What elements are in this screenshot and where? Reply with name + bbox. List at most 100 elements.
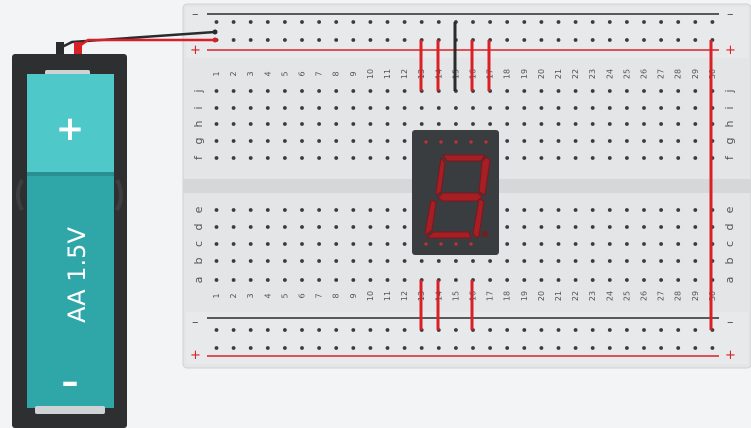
- breadboard-hole[interactable]: [693, 106, 698, 110]
- breadboard-hole[interactable]: [265, 156, 270, 160]
- breadboard-hole[interactable]: [642, 208, 646, 212]
- breadboard-hole[interactable]: [573, 208, 578, 212]
- breadboard-hole[interactable]: [248, 156, 253, 160]
- breadboard-hole[interactable]: [556, 156, 561, 160]
- breadboard-hole[interactable]: [590, 122, 595, 126]
- breadboard-hole[interactable]: [573, 122, 578, 126]
- breadboard-hole[interactable]: [351, 278, 356, 282]
- breadboard-hole[interactable]: [659, 328, 663, 332]
- breadboard-hole[interactable]: [693, 89, 698, 93]
- breadboard-hole[interactable]: [248, 259, 253, 263]
- breadboard-hole[interactable]: [522, 208, 527, 212]
- breadboard-hole[interactable]: [676, 242, 681, 246]
- breadboard-hole[interactable]: [710, 20, 715, 24]
- breadboard-hole[interactable]: [317, 225, 321, 229]
- breadboard-hole[interactable]: [368, 346, 373, 350]
- breadboard-hole[interactable]: [642, 122, 646, 126]
- breadboard-hole[interactable]: [505, 122, 510, 126]
- breadboard-hole[interactable]: [283, 38, 287, 42]
- breadboard-hole[interactable]: [625, 122, 629, 126]
- breadboard-holes[interactable]: [214, 20, 715, 350]
- breadboard-hole[interactable]: [539, 208, 544, 212]
- breadboard-hole[interactable]: [625, 259, 629, 263]
- breadboard-hole[interactable]: [522, 20, 527, 24]
- breadboard-hole[interactable]: [642, 328, 646, 332]
- breadboard-hole[interactable]: [419, 106, 424, 110]
- breadboard-hole[interactable]: [625, 89, 629, 93]
- breadboard-hole[interactable]: [505, 278, 510, 282]
- breadboard-hole[interactable]: [265, 38, 270, 42]
- breadboard-hole[interactable]: [625, 20, 629, 24]
- breadboard-hole[interactable]: [625, 328, 629, 332]
- breadboard-hole[interactable]: [214, 106, 219, 110]
- breadboard-hole[interactable]: [317, 38, 321, 42]
- breadboard-hole[interactable]: [231, 20, 236, 24]
- breadboard-hole[interactable]: [573, 278, 578, 282]
- breadboard-hole[interactable]: [693, 278, 698, 282]
- breadboard-hole[interactable]: [625, 106, 629, 110]
- breadboard-hole[interactable]: [539, 20, 544, 24]
- breadboard-hole[interactable]: [248, 38, 253, 42]
- breadboard-hole[interactable]: [265, 89, 270, 93]
- breadboard-hole[interactable]: [283, 89, 287, 93]
- breadboard-hole[interactable]: [231, 106, 236, 110]
- breadboard-hole[interactable]: [676, 259, 681, 263]
- breadboard-hole[interactable]: [300, 242, 304, 246]
- breadboard-hole[interactable]: [317, 89, 321, 93]
- breadboard-hole[interactable]: [625, 346, 629, 350]
- breadboard-hole[interactable]: [385, 259, 390, 263]
- breadboard-hole[interactable]: [334, 156, 339, 160]
- breadboard-hole[interactable]: [300, 225, 304, 229]
- breadboard-hole[interactable]: [351, 89, 356, 93]
- breadboard-hole[interactable]: [607, 38, 612, 42]
- breadboard-hole[interactable]: [436, 122, 441, 126]
- breadboard-hole[interactable]: [265, 122, 270, 126]
- breadboard-hole[interactable]: [334, 328, 339, 332]
- breadboard-hole[interactable]: [607, 106, 612, 110]
- breadboard-hole[interactable]: [283, 225, 287, 229]
- breadboard-hole[interactable]: [556, 139, 561, 143]
- breadboard-hole[interactable]: [642, 156, 646, 160]
- breadboard-hole[interactable]: [454, 122, 458, 126]
- breadboard-hole[interactable]: [488, 278, 492, 282]
- breadboard-hole[interactable]: [436, 106, 441, 110]
- breadboard-hole[interactable]: [436, 259, 441, 263]
- breadboard-hole[interactable]: [368, 20, 373, 24]
- breadboard-hole[interactable]: [505, 106, 510, 110]
- breadboard-hole[interactable]: [248, 106, 253, 110]
- breadboard-hole[interactable]: [659, 208, 663, 212]
- breadboard-hole[interactable]: [676, 38, 681, 42]
- breadboard-hole[interactable]: [454, 106, 458, 110]
- breadboard-hole[interactable]: [419, 259, 424, 263]
- breadboard-hole[interactable]: [231, 242, 236, 246]
- breadboard-hole[interactable]: [710, 346, 715, 350]
- breadboard-hole[interactable]: [522, 38, 527, 42]
- breadboard-hole[interactable]: [505, 208, 510, 212]
- breadboard-hole[interactable]: [368, 259, 373, 263]
- breadboard-hole[interactable]: [505, 346, 510, 350]
- breadboard-hole[interactable]: [265, 20, 270, 24]
- breadboard-hole[interactable]: [351, 38, 356, 42]
- breadboard-hole[interactable]: [231, 38, 236, 42]
- breadboard-hole[interactable]: [556, 259, 561, 263]
- breadboard-hole[interactable]: [607, 278, 612, 282]
- breadboard-hole[interactable]: [471, 259, 475, 263]
- breadboard-hole[interactable]: [300, 328, 304, 332]
- breadboard-hole[interactable]: [368, 328, 373, 332]
- breadboard-hole[interactable]: [351, 156, 356, 160]
- breadboard-hole[interactable]: [676, 328, 681, 332]
- breadboard-hole[interactable]: [607, 242, 612, 246]
- breadboard-hole[interactable]: [676, 106, 681, 110]
- breadboard-hole[interactable]: [300, 106, 304, 110]
- breadboard-hole[interactable]: [419, 122, 424, 126]
- breadboard-hole[interactable]: [214, 225, 219, 229]
- breadboard-hole[interactable]: [402, 106, 407, 110]
- breadboard-hole[interactable]: [607, 20, 612, 24]
- breadboard-hole[interactable]: [659, 122, 663, 126]
- breadboard-hole[interactable]: [556, 89, 561, 93]
- breadboard-hole[interactable]: [522, 122, 527, 126]
- breadboard-hole[interactable]: [693, 38, 698, 42]
- breadboard-hole[interactable]: [317, 122, 321, 126]
- breadboard-hole[interactable]: [659, 156, 663, 160]
- breadboard-hole[interactable]: [573, 139, 578, 143]
